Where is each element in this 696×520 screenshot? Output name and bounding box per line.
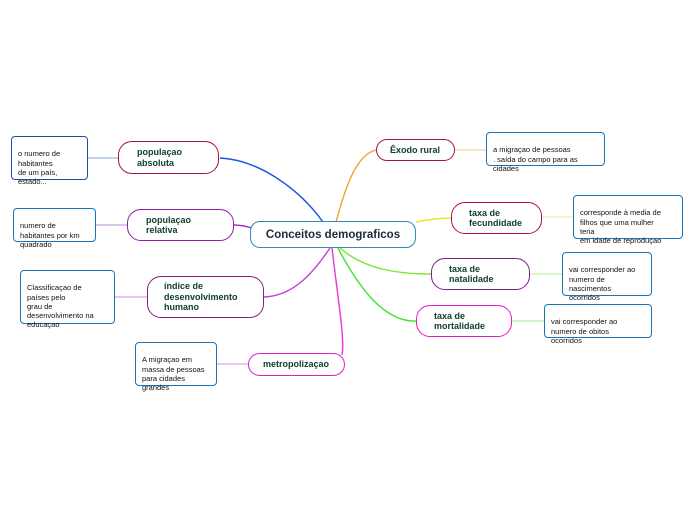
topic-taxa-fecundidade[interactable]: taxa de fecundidade bbox=[451, 202, 542, 234]
note-text: a migraçao de pessoas . saída do campo p… bbox=[493, 145, 578, 173]
connector-taxa-fecundidade bbox=[415, 217, 452, 223]
connector-indice-desenvolvimento bbox=[263, 247, 331, 298]
topic-indice-desenvolvimento[interactable]: índice de desenvolvimento humano bbox=[147, 276, 264, 318]
topic-populacao-relativa[interactable]: populaçao relativa bbox=[127, 209, 234, 241]
note-populacao-relativa: numero de habitantes por km quadrado bbox=[13, 208, 96, 249]
note-taxa-fecundidade: corresponde à media de filhos que uma mu… bbox=[573, 195, 683, 245]
topic-label: populaçao relativa bbox=[146, 214, 192, 236]
note-populacao-absoluta: o numero de habitantes de um país, estad… bbox=[11, 136, 88, 186]
connector-taxa-mortalidade bbox=[337, 247, 417, 322]
note-exodo-rural: a migraçao de pessoas . saída do campo p… bbox=[486, 132, 605, 173]
topic-label: Êxodo rural bbox=[390, 144, 441, 155]
topic-taxa-mortalidade[interactable]: taxa de mortalidade bbox=[416, 305, 512, 337]
topic-label: metropolizaçao bbox=[263, 359, 330, 370]
topic-label: taxa de natalidade bbox=[449, 263, 494, 285]
note-taxa-natalidade: vai corresponder ao numero de nascimento… bbox=[562, 252, 652, 302]
note-taxa-mortalidade: vai corresponder ao numero de obitos oco… bbox=[544, 304, 652, 345]
topic-exodo-rural[interactable]: Êxodo rural bbox=[376, 139, 455, 161]
note-indice-desenvolvimento: Classificaçao de países pelo grau de des… bbox=[20, 270, 115, 329]
topic-label: taxa de fecundidade bbox=[469, 207, 523, 229]
topic-taxa-natalidade[interactable]: taxa de natalidade bbox=[431, 258, 530, 290]
note-text: numero de habitantes por km quadrado bbox=[20, 221, 80, 249]
topic-label: populaçao absoluta bbox=[137, 147, 183, 168]
connector-exodo-rural bbox=[335, 149, 377, 223]
topic-populacao-absoluta[interactable]: populaçao absoluta bbox=[118, 141, 219, 174]
note-text: corresponde à media de filhos que uma mu… bbox=[580, 208, 662, 246]
note-text: o numero de habitantes de um país, estad… bbox=[18, 149, 61, 187]
note-metropolizacao: A migraçao em massa de pessoas para cida… bbox=[135, 342, 217, 392]
topic-label: taxa de mortalidade bbox=[434, 310, 486, 332]
central-topic[interactable]: Conceitos demograficos bbox=[250, 221, 416, 248]
connector-populacao-relativa bbox=[233, 224, 253, 229]
note-text: A migraçao em massa de pessoas para cida… bbox=[142, 355, 205, 393]
connector-taxa-natalidade bbox=[339, 247, 432, 275]
note-text: vai corresponder ao numero de obitos oco… bbox=[551, 317, 618, 345]
connector-metropolizacao bbox=[331, 247, 344, 356]
note-text: vai corresponder ao numero de nascimento… bbox=[569, 265, 636, 303]
central-topic-label: Conceitos demograficos bbox=[265, 228, 401, 241]
note-text: Classificaçao de países pelo grau de des… bbox=[27, 283, 94, 330]
topic-label: índice de desenvolvimento humano bbox=[164, 281, 238, 313]
connector-populacao-absoluta bbox=[219, 157, 324, 223]
topic-metropolizacao[interactable]: metropolizaçao bbox=[248, 353, 345, 376]
